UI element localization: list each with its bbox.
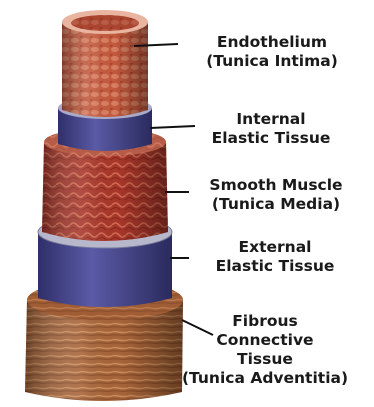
label-smooth-muscle-line1: Smooth Muscle (186, 176, 366, 195)
label-smooth-muscle: Smooth Muscle (Tunica Media) (186, 176, 366, 214)
label-internal-elastic: Internal Elastic Tissue (196, 110, 346, 148)
label-external-elastic-line1: External (190, 238, 360, 257)
label-external-elastic-line2: Elastic Tissue (190, 257, 360, 276)
label-endothelium-line1: Endothelium (178, 33, 366, 52)
pointer-internal-elastic (150, 126, 195, 128)
endothelium-layer (62, 10, 148, 117)
label-external-elastic: External Elastic Tissue (190, 238, 360, 276)
label-fibrous: Fibrous Connective Tissue (Tunica Advent… (160, 312, 370, 388)
label-smooth-muscle-line2: (Tunica Media) (186, 195, 366, 214)
label-endothelium-line2: (Tunica Intima) (178, 52, 366, 71)
label-internal-elastic-line1: Internal (196, 110, 346, 129)
label-fibrous-line3: Tissue (160, 350, 370, 369)
label-fibrous-line2: Connective (160, 331, 370, 350)
label-internal-elastic-line2: Elastic Tissue (196, 129, 346, 148)
label-fibrous-line4: (Tunica Adventitia) (160, 369, 370, 388)
label-endothelium: Endothelium (Tunica Intima) (178, 33, 366, 71)
label-fibrous-line1: Fibrous (160, 312, 370, 331)
